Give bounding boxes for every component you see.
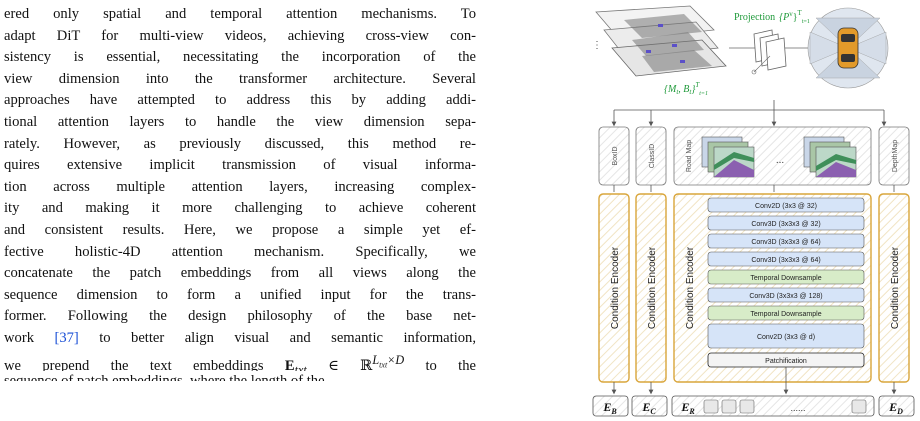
svg-text:DepthMap: DepthMap <box>892 140 899 172</box>
paper-text-column: ered only spatial and temporal attention… <box>4 4 476 381</box>
text-line: quires extensive implicit transmission o… <box>4 157 476 174</box>
condition-encoder-class: Condition Encoder <box>635 193 667 383</box>
text-line: view dimension into the transformer arch… <box>4 70 476 87</box>
roadmap-ellipsis: ... <box>776 155 784 166</box>
svg-text:Condition Encoder: Condition Encoder <box>610 246 621 329</box>
text-line: tion across multiple attention layers, i… <box>4 178 476 195</box>
layer-label: Temporal Downsample <box>750 311 821 318</box>
layer-label: Conv3D (3x3x3 @ 64) <box>751 257 820 264</box>
text-line: and consistent results. Here, we propose… <box>4 221 476 238</box>
ego-car-illustration <box>807 7 889 89</box>
input-classid: ClassID <box>635 126 667 186</box>
output-embedding-d: ED <box>878 395 915 417</box>
text-line: ity and making it more challenging to ac… <box>4 200 476 217</box>
text-line: sequence dimension to form a unified inp… <box>4 286 476 303</box>
layer-box <box>707 251 865 267</box>
svg-text:Condition Encoder: Condition Encoder <box>890 246 901 329</box>
layer-label: Conv3D (3x3x3 @ 64) <box>751 239 820 246</box>
svg-text:EC: EC <box>641 400 656 416</box>
text-line: ered only spatial and temporal attention… <box>4 6 476 22</box>
svg-text:ED: ED <box>888 400 903 416</box>
input-boxid: BoxID <box>598 126 630 186</box>
token-cell <box>721 399 737 414</box>
output-embedding-b: EB <box>592 395 629 417</box>
projection-planes-illustration <box>751 29 787 75</box>
architecture-figure: ⋮ {Mt, Bt}Tt=1 Projection{Pv}Tt=1 <box>584 0 920 421</box>
svg-text:EB: EB <box>602 400 617 416</box>
input-depthmap: DepthMap <box>878 126 910 186</box>
layer-box <box>707 269 865 285</box>
text-line-partial: sequence of patch embeddings, where the … <box>4 373 325 382</box>
encoder-layer-stack: Conv2D (3x3 @ 32) Conv3D (3x3x3 @ 32) Co… <box>707 197 865 368</box>
text-line: tional attention layers to handle the vi… <box>4 113 476 130</box>
text-line: approaches have attempted to address thi… <box>4 92 476 109</box>
math-text-embedding: E <box>284 357 295 372</box>
text-line: fective holistic-4D attention mechanism.… <box>4 243 476 260</box>
token-cell <box>703 399 719 414</box>
output-embedding-c: EC <box>631 395 668 417</box>
condition-encoder-box: Condition Encoder <box>598 193 630 383</box>
condition-encoder-depth: Condition Encoder <box>878 193 910 383</box>
text-line: sistency is essential, necessitating the… <box>4 49 476 66</box>
input-roadmap: Road Map ... <box>673 126 872 186</box>
text-line: adapt DiT for multi-view videos, achievi… <box>4 27 476 44</box>
map-box-label: {Mt, Bt}Tt=1 <box>664 81 708 97</box>
svg-text:Condition Encoder: Condition Encoder <box>685 246 696 329</box>
svg-text:ER: ER <box>680 400 695 416</box>
layer-label: Patchification <box>765 358 807 365</box>
layer-label: Temporal Downsample <box>750 275 821 282</box>
citation-link[interactable]: [37] <box>54 329 79 346</box>
text-line: former. Following the design philosophy … <box>4 308 476 325</box>
layer-label: Conv2D (3x3 @ d) <box>757 334 815 341</box>
layer-box <box>707 233 865 249</box>
layer-label: Conv2D (3x3 @ 32) <box>755 203 817 210</box>
layer-box <box>707 323 865 349</box>
token-cell <box>851 399 867 414</box>
token-cell <box>739 399 755 414</box>
text-line: concatenate the patch embeddings from al… <box>4 265 476 282</box>
text-line-with-citation: work [37] to better align visual and sem… <box>4 329 476 346</box>
layer-label: Conv3D (3x3x3 @ 128) <box>749 293 822 300</box>
svg-text:BoxID: BoxID <box>612 146 619 165</box>
layer-box <box>707 197 865 213</box>
layer-label: Conv3D (3x3x3 @ 32) <box>751 221 820 228</box>
layer-box <box>707 287 865 303</box>
svg-text:ClassID: ClassID <box>649 144 656 169</box>
layer-box <box>707 305 865 321</box>
svg-text:Condition Encoder: Condition Encoder <box>647 246 658 329</box>
token-ellipsis: ...... <box>790 403 805 413</box>
projection-label: Projection{Pv}Tt=1 <box>734 9 810 25</box>
text-line-with-math: we prepend the text embeddings Etxt ∈ ℝL… <box>4 350 476 372</box>
text-line: rately. However, as previously discussed… <box>4 135 476 152</box>
output-embedding-r: ER ...... <box>671 395 875 417</box>
layer-box <box>707 215 865 231</box>
svg-text:⋮: ⋮ <box>592 40 602 51</box>
map-stack-illustration: ⋮ <box>592 5 727 77</box>
svg-text:Road Map: Road Map <box>686 140 693 172</box>
